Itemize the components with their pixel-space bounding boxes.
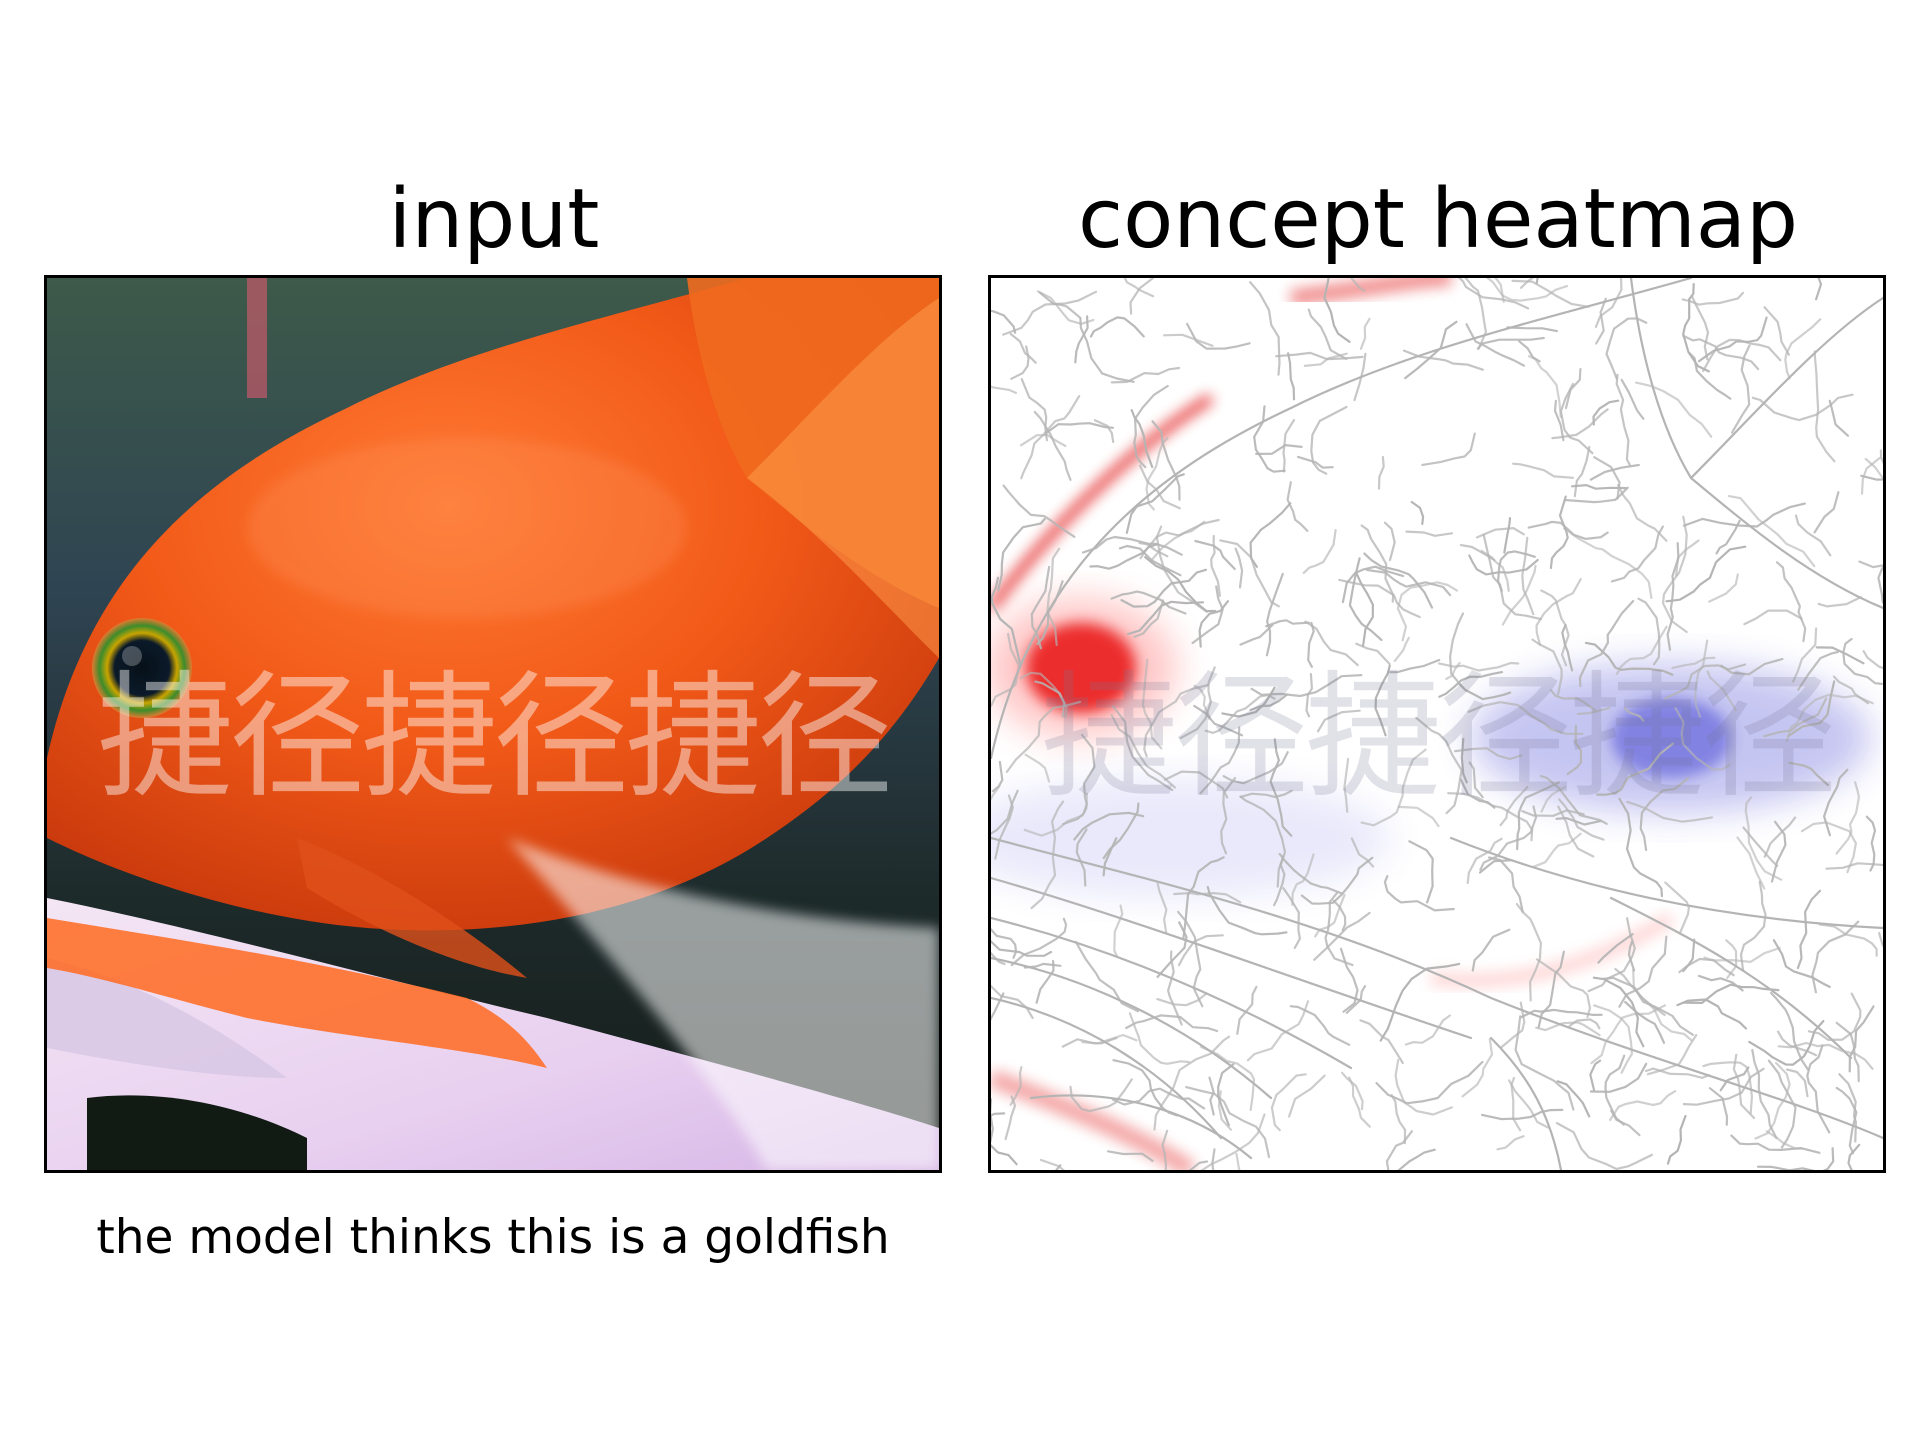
- input-watermark: 捷径捷径捷径: [97, 659, 893, 817]
- prediction-caption: the model thinks this is a goldfish: [96, 1210, 890, 1265]
- concept-heatmap: [991, 278, 1883, 1170]
- edge-overlay: [991, 278, 1883, 1170]
- goldfish-photo: [47, 278, 939, 1170]
- concept-heatmap-panel: 捷径捷径捷径: [988, 275, 1886, 1173]
- heatmap-panel-title: concept heatmap: [1077, 172, 1799, 267]
- heatmap-watermark: 捷径捷径捷径: [1041, 659, 1837, 817]
- input-image-panel: 捷径捷径捷径: [44, 275, 942, 1173]
- input-panel-title: input: [388, 172, 600, 267]
